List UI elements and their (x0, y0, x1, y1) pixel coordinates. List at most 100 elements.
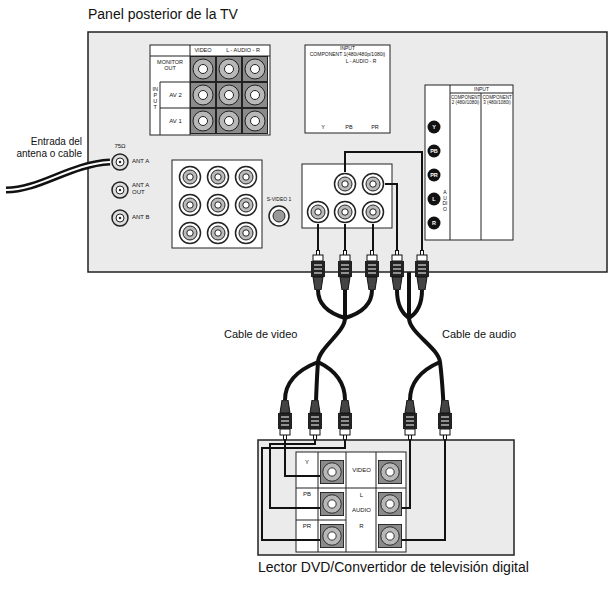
antenna-connector (119, 189, 121, 191)
jack-label: AUDIO (347, 507, 376, 514)
dvd-player (258, 440, 514, 555)
dvd-wire (402, 440, 445, 540)
rca-plug (278, 251, 452, 440)
rca-jack (378, 492, 401, 515)
rca-jack (236, 223, 257, 244)
dvd-jack-panel (376, 452, 377, 552)
rca-jack (236, 167, 257, 188)
signal-icon-letter: L (427, 196, 441, 202)
cable-label: Cable de video (222, 328, 299, 340)
signal-icon (428, 193, 441, 206)
antenna-connector (116, 158, 124, 166)
jack-wire (345, 152, 422, 250)
dvd-jack-panel (346, 452, 347, 552)
dvd-wire (402, 440, 410, 508)
jack-label: INPUT (450, 87, 513, 93)
rca-plug (403, 400, 417, 440)
jack-wire (318, 152, 422, 250)
dvd-wire (262, 440, 345, 540)
rca-jack (208, 167, 229, 188)
rca-jack (191, 57, 216, 82)
jack-label: INPUT (153, 86, 159, 110)
av-input-block (160, 82, 190, 83)
signal-icon-letter: PB (427, 148, 441, 154)
antenna-connector (119, 161, 121, 163)
rca-plug (365, 251, 379, 291)
antenna-cable (6, 162, 110, 190)
rca-jack (320, 460, 401, 547)
jack-label: AV 1 (162, 118, 189, 125)
signal-icon (428, 121, 441, 230)
input-note: Entrada del antena o cable (4, 136, 82, 159)
jack-wire (372, 224, 374, 250)
jack-label: PR (362, 124, 388, 130)
tv-panel (88, 32, 607, 272)
jack-label: VIDEO (190, 47, 216, 53)
jack-label: L - AUDIO - R (216, 47, 270, 53)
jack-label: COMPONENT 1(480i/480p/1080i) (305, 52, 390, 58)
signal-icon (428, 217, 441, 230)
component1-block (305, 45, 390, 133)
rca-jack (180, 223, 201, 244)
connected-block (302, 164, 392, 228)
signal-icon-letter: R (427, 220, 441, 226)
jack-wire (344, 224, 346, 250)
tv-panel (88, 32, 607, 272)
rca-jack (217, 83, 242, 108)
jack-label: PB (298, 491, 316, 498)
antenna-connector (112, 154, 128, 170)
dvd-wire (262, 440, 445, 540)
jack-label: ANT A OUT (132, 182, 158, 196)
dvd-jack-panel (296, 488, 406, 489)
rca-jack (208, 223, 229, 244)
jack-label: S-VIDEO 1 (262, 197, 296, 203)
jack-label: AV 2 (162, 92, 189, 99)
jack-label: 75Ω (104, 143, 136, 150)
rca-plug (338, 251, 352, 291)
dvd-player-box: Lector DVD/Convertidor de televisión dig… (258, 440, 514, 555)
av-input-block (160, 108, 190, 109)
dvd-wire (285, 440, 320, 476)
jack-label: AUDIO (443, 190, 448, 212)
cable-strand (345, 290, 372, 318)
rca-jack (320, 492, 343, 515)
rca-jack (363, 202, 384, 223)
jack-label: Y (310, 124, 336, 130)
component23-block (425, 85, 513, 240)
rca-jack (191, 83, 216, 108)
cable-strand (397, 290, 409, 318)
antenna-cable (6, 162, 110, 190)
jack-label: COMPONENT 2 (480i/1080i) (450, 95, 481, 105)
jack-label: L (347, 492, 376, 499)
rca-jack (236, 195, 257, 216)
jack-label: L - AUDIO - R (334, 59, 388, 65)
antenna-connector (112, 154, 128, 226)
jack-label: R (347, 523, 376, 530)
rca-jack (308, 202, 329, 223)
panel-heading: Lector DVD/Convertidor de televisión dig… (258, 559, 529, 575)
component23-block (425, 85, 513, 240)
jack-label: ANT A (132, 158, 166, 165)
dvd-player (258, 440, 514, 555)
rca-jack (180, 195, 201, 216)
cable-strand (285, 362, 318, 400)
rca-jack (208, 195, 229, 216)
jack-label: PR (298, 523, 316, 530)
cable-strand (318, 362, 345, 400)
rca-jack (243, 83, 268, 108)
rca-jack (363, 174, 384, 195)
rca-jack (217, 57, 242, 82)
rca-jack (243, 57, 268, 82)
rca-jack (180, 167, 201, 188)
cable-strand (409, 290, 422, 318)
jack-wire (317, 224, 319, 250)
cable-label: Cable de audio (440, 328, 518, 340)
av-input-block (150, 45, 270, 135)
rca-plug (311, 251, 325, 291)
antenna-connector (119, 217, 121, 219)
component23-block (450, 85, 451, 240)
av-block-2 (172, 160, 262, 248)
panel-heading: Panel posterior de la TV (88, 6, 238, 22)
s-video-jack (269, 206, 289, 226)
